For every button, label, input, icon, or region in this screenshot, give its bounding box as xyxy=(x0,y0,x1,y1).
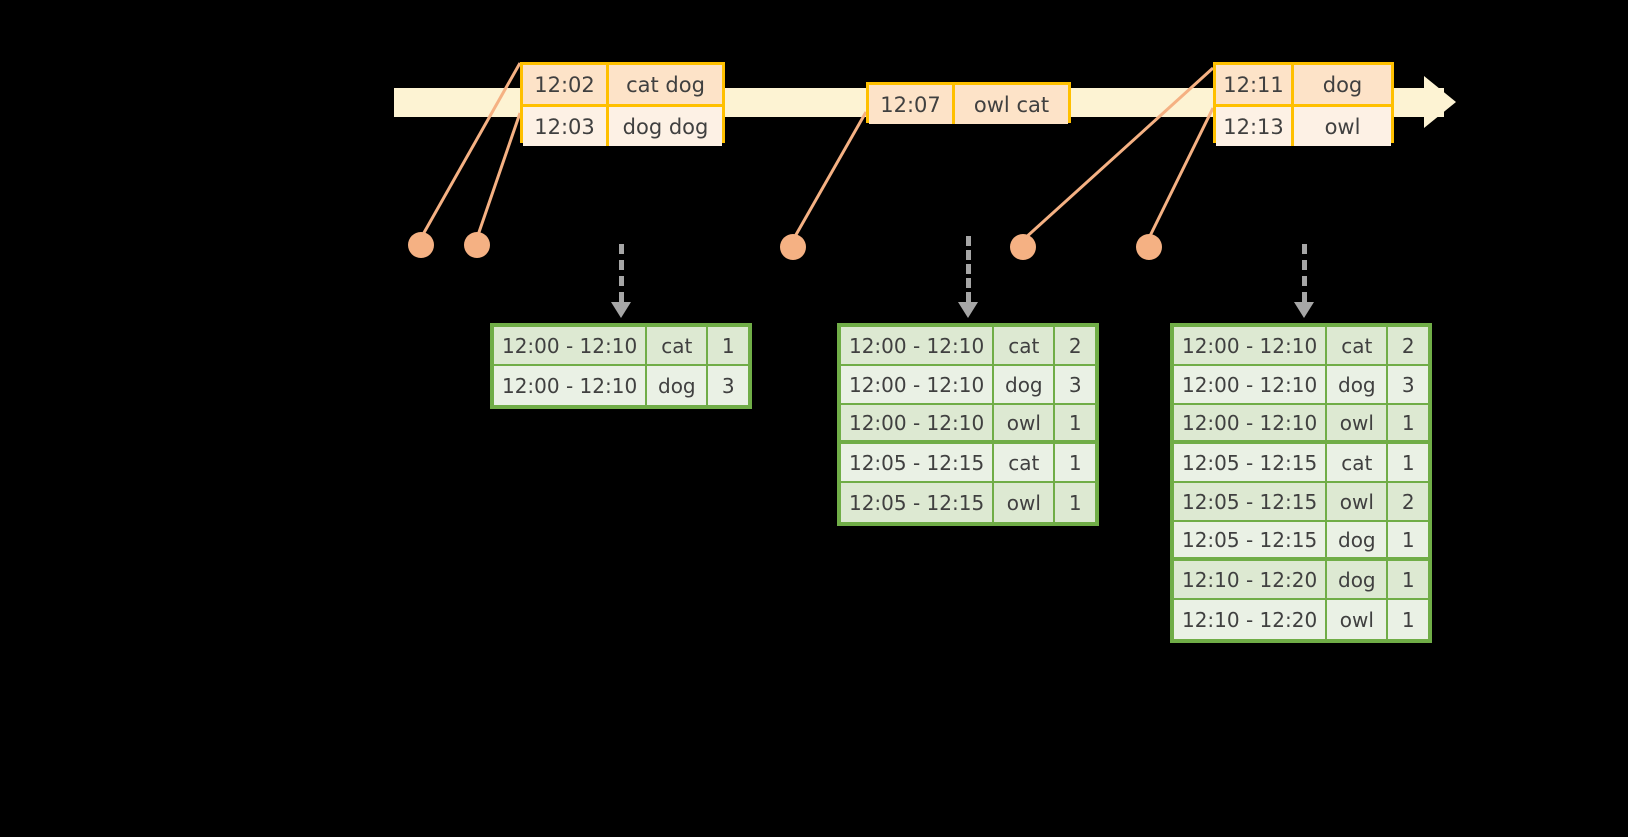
dashed-arrow-3-icon xyxy=(1294,244,1314,320)
word-cell: owl xyxy=(1327,600,1389,639)
window-cell: 12:00 - 12:10 xyxy=(841,366,995,403)
count-cell: 1 xyxy=(1068,450,1082,475)
table-row: 12:05 - 12:15 owl 2 xyxy=(1174,483,1428,522)
word-cell: owl xyxy=(1327,405,1389,440)
window-cell: 12:00 - 12:10 xyxy=(1174,366,1328,403)
window-cell: 12:00 - 12:10 xyxy=(494,327,648,364)
event-box-2: 12:07 owl cat xyxy=(866,82,1071,124)
event-box-3: 12:11 dog 12:13 owl xyxy=(1213,62,1394,146)
table-row: 12:00 - 12:10 cat 2 xyxy=(1174,327,1428,366)
window-cell: 12:05 - 12:15 xyxy=(841,483,995,522)
event-dot-4 xyxy=(1010,234,1036,260)
count-cell: 1 xyxy=(1401,607,1415,632)
word-cell: owl xyxy=(1327,483,1389,520)
count-cell: 3 xyxy=(1401,372,1415,397)
word-cell: cat xyxy=(1327,327,1389,364)
event-words: dog xyxy=(1294,65,1391,104)
event-row: 12:03 dog dog xyxy=(523,104,722,146)
table-row: 12:05 - 12:15 dog 1 xyxy=(1174,522,1428,561)
word-cell: dog xyxy=(1327,366,1389,403)
event-dot-3 xyxy=(780,234,806,260)
table-row: 12:00 - 12:10 owl 1 xyxy=(841,405,1095,444)
event-row: 12:11 dog xyxy=(1216,65,1391,104)
event-time: 12:02 xyxy=(523,65,609,104)
window-cell: 12:05 - 12:15 xyxy=(1174,483,1328,520)
event-time: 12:07 xyxy=(869,85,955,124)
word-cell: cat xyxy=(994,444,1056,481)
event-box-1: 12:02 cat dog 12:03 dog dog xyxy=(520,62,725,146)
count-cell: 3 xyxy=(1068,372,1082,397)
event-words: cat dog xyxy=(609,65,722,104)
window-cell: 12:10 - 12:20 xyxy=(1174,600,1328,639)
count-cell: 1 xyxy=(1401,410,1415,435)
window-cell: 12:10 - 12:20 xyxy=(1174,561,1328,598)
event-words: owl cat xyxy=(955,85,1068,124)
table-row: 12:10 - 12:20 dog 1 xyxy=(1174,561,1428,600)
table-row: 12:05 - 12:15 cat 1 xyxy=(1174,444,1428,483)
word-cell: owl xyxy=(994,483,1056,522)
count-cell: 2 xyxy=(1068,333,1082,358)
timeline-arrowhead-icon xyxy=(1424,76,1456,128)
dashed-arrow-1-icon xyxy=(611,244,631,320)
event-row: 12:13 owl xyxy=(1216,104,1391,146)
event-time: 12:11 xyxy=(1216,65,1294,104)
count-cell: 2 xyxy=(1401,489,1415,514)
count-cell: 1 xyxy=(1068,410,1082,435)
event-row: 12:02 cat dog xyxy=(523,65,722,104)
event-row: 12:07 owl cat xyxy=(869,85,1068,124)
table-row: 12:00 - 12:10 cat 1 xyxy=(494,327,748,366)
window-cell: 12:05 - 12:15 xyxy=(1174,522,1328,557)
event-words: owl xyxy=(1294,107,1391,146)
word-cell: dog xyxy=(994,366,1056,403)
window-cell: 12:00 - 12:10 xyxy=(841,327,995,364)
word-cell: cat xyxy=(647,327,709,364)
window-cell: 12:00 - 12:10 xyxy=(841,405,995,440)
word-cell: dog xyxy=(1327,561,1389,598)
count-cell: 1 xyxy=(1401,567,1415,592)
table-row: 12:05 - 12:15 cat 1 xyxy=(841,444,1095,483)
count-cell: 1 xyxy=(1401,450,1415,475)
window-cell: 12:00 - 12:10 xyxy=(494,366,648,405)
word-cell: dog xyxy=(647,366,709,405)
event-words: dog dog xyxy=(609,107,722,146)
count-cell: 1 xyxy=(1401,527,1415,552)
table-row: 12:00 - 12:10 dog 3 xyxy=(1174,366,1428,405)
result-table-3: 12:00 - 12:10 cat 2 12:00 - 12:10 dog 3 … xyxy=(1170,323,1432,643)
word-cell: dog xyxy=(1327,522,1389,557)
count-cell: 2 xyxy=(1401,333,1415,358)
event-time: 12:13 xyxy=(1216,107,1294,146)
word-cell: owl xyxy=(994,405,1056,440)
word-cell: cat xyxy=(1327,444,1389,481)
window-cell: 12:05 - 12:15 xyxy=(841,444,995,481)
count-cell: 3 xyxy=(721,373,735,398)
event-time: 12:03 xyxy=(523,107,609,146)
table-row: 12:00 - 12:10 dog 3 xyxy=(841,366,1095,405)
result-table-1: 12:00 - 12:10 cat 1 12:00 - 12:10 dog 3 xyxy=(490,323,752,409)
table-row: 12:00 - 12:10 cat 2 xyxy=(841,327,1095,366)
window-cell: 12:00 - 12:10 xyxy=(1174,405,1328,440)
table-row: 12:10 - 12:20 owl 1 xyxy=(1174,600,1428,639)
word-cell: cat xyxy=(994,327,1056,364)
table-row: 12:00 - 12:10 dog 3 xyxy=(494,366,748,405)
dashed-arrow-2-icon xyxy=(958,236,978,320)
window-cell: 12:05 - 12:15 xyxy=(1174,444,1328,481)
count-cell: 1 xyxy=(721,333,735,358)
count-cell: 1 xyxy=(1068,490,1082,515)
result-table-2: 12:00 - 12:10 cat 2 12:00 - 12:10 dog 3 … xyxy=(837,323,1099,526)
table-row: 12:00 - 12:10 owl 1 xyxy=(1174,405,1428,444)
table-row: 12:05 - 12:15 owl 1 xyxy=(841,483,1095,522)
window-cell: 12:00 - 12:10 xyxy=(1174,327,1328,364)
event-dot-5 xyxy=(1136,234,1162,260)
event-dot-1 xyxy=(408,232,434,258)
event-dot-2 xyxy=(464,232,490,258)
